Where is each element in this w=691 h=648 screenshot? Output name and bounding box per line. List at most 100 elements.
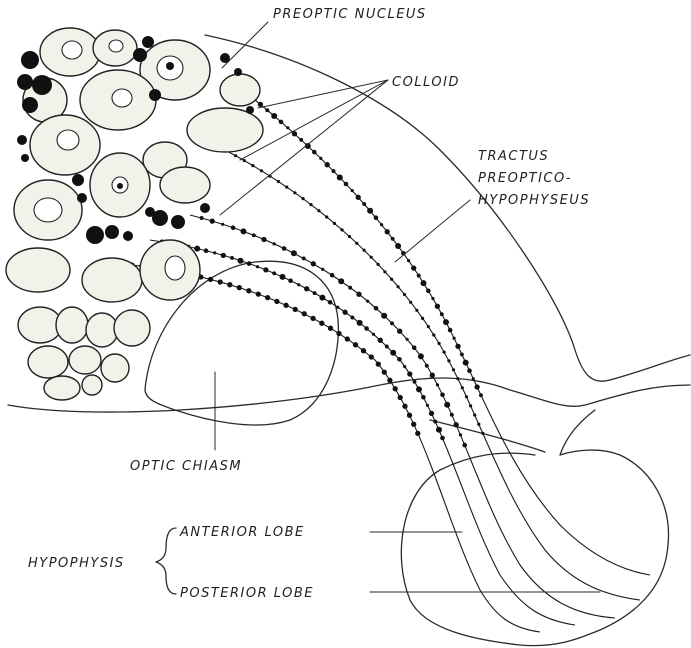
cell-nucleus bbox=[57, 130, 79, 150]
fiber-bead bbox=[443, 351, 446, 354]
fiber-bead bbox=[258, 102, 263, 107]
fiber-bead bbox=[350, 316, 354, 320]
colloid-droplet bbox=[149, 89, 161, 101]
fiber-bead bbox=[390, 321, 394, 325]
cell bbox=[82, 375, 102, 395]
fiber-bead bbox=[387, 378, 392, 383]
fiber-bead bbox=[374, 215, 379, 220]
fiber-bead bbox=[377, 263, 380, 266]
fiber-bead bbox=[260, 169, 263, 172]
fiber-bead bbox=[463, 360, 469, 366]
fiber-bead bbox=[273, 242, 276, 245]
fiber-bead bbox=[479, 393, 483, 397]
fiber-bead bbox=[243, 159, 246, 162]
label-preoptic-nucleus: PREOPTIC NUCLEUS bbox=[273, 7, 427, 22]
fiber-bead bbox=[366, 300, 369, 303]
tract-fiber-4 bbox=[150, 240, 575, 625]
fiber-bead bbox=[302, 311, 307, 316]
colloid-droplet bbox=[17, 135, 27, 145]
fiber-bead bbox=[378, 338, 383, 343]
fiber-bead bbox=[317, 209, 320, 212]
colloid-droplet bbox=[246, 106, 254, 114]
fiber-bead bbox=[291, 250, 297, 256]
fiber-bead bbox=[459, 433, 462, 436]
fiber-bead bbox=[461, 386, 464, 389]
fiber-bead bbox=[293, 307, 298, 312]
fiber-bead bbox=[426, 289, 431, 294]
colloid-droplet bbox=[21, 51, 39, 69]
fiber-bead bbox=[385, 229, 390, 234]
fiber-bead bbox=[374, 306, 379, 311]
cell bbox=[101, 354, 129, 382]
fiber-bead bbox=[345, 336, 350, 341]
leader-tractus bbox=[395, 200, 470, 262]
fiber-bead bbox=[382, 369, 387, 374]
fiber-bead bbox=[337, 175, 343, 181]
fiber-bead bbox=[430, 373, 435, 378]
fiber-bead bbox=[336, 331, 341, 336]
fiber-bead bbox=[237, 285, 242, 290]
fiber-bead bbox=[412, 345, 417, 350]
label-tractus-line2: PREOPTICO- bbox=[478, 171, 572, 186]
fiber-bead bbox=[381, 313, 387, 319]
fiber-bead bbox=[473, 413, 476, 416]
fiber-bead bbox=[355, 242, 358, 245]
colloid-droplet bbox=[21, 154, 29, 162]
fiber-bead bbox=[403, 293, 406, 296]
fiber-bead bbox=[481, 432, 484, 435]
fiber-bead bbox=[353, 342, 358, 347]
fiber-bead bbox=[285, 186, 288, 189]
fiber-bead bbox=[429, 411, 434, 416]
fiber-bead bbox=[407, 259, 410, 262]
fiber-bead bbox=[363, 249, 366, 252]
fiber-bead bbox=[321, 268, 324, 271]
fiber-bead bbox=[302, 256, 306, 260]
fiber-bead bbox=[393, 386, 398, 391]
fiber-bead bbox=[421, 317, 424, 320]
fiber-bead bbox=[293, 191, 296, 194]
fiber-bead bbox=[340, 228, 343, 231]
fiber-bead bbox=[277, 180, 280, 183]
fiber-bead bbox=[319, 295, 325, 301]
fiber-bead bbox=[426, 404, 429, 407]
fiber-bead bbox=[286, 126, 289, 129]
fiber-bead bbox=[431, 297, 434, 300]
fiber-bead bbox=[213, 251, 216, 254]
colloid-droplet bbox=[105, 225, 119, 239]
colloid-droplet bbox=[77, 193, 87, 203]
fiber-bead bbox=[261, 237, 266, 242]
fiber-bead bbox=[283, 303, 288, 308]
fiber-bead bbox=[462, 443, 467, 448]
fiber-bead bbox=[465, 395, 468, 398]
cell bbox=[220, 74, 260, 106]
fiber-bead bbox=[301, 197, 304, 200]
hypophysis-brace bbox=[156, 528, 176, 594]
colloid-droplet bbox=[86, 226, 104, 244]
fiber-bead bbox=[272, 271, 276, 275]
fiber-bead bbox=[469, 404, 472, 407]
fiber-bead bbox=[397, 357, 402, 362]
fiber-bead bbox=[417, 274, 421, 278]
fiber-bead bbox=[194, 246, 200, 252]
fiber-bead bbox=[440, 312, 444, 316]
fiber-bead bbox=[361, 348, 366, 353]
cell bbox=[187, 108, 263, 152]
fiber-bead bbox=[411, 265, 416, 270]
cell bbox=[114, 310, 150, 346]
fiber-bead bbox=[376, 361, 381, 366]
fiber-bead bbox=[390, 278, 393, 281]
fiber-bead bbox=[221, 253, 226, 258]
colloid-droplet bbox=[133, 48, 147, 62]
label-anterior-lobe: ANTERIOR LOBE bbox=[179, 525, 305, 540]
fiber-bead bbox=[332, 169, 336, 173]
cell bbox=[28, 346, 68, 378]
colloid-droplet bbox=[32, 75, 52, 95]
fiber-bead bbox=[251, 164, 254, 167]
label-colloid: COLLOID bbox=[392, 75, 460, 90]
fiber-bead bbox=[356, 195, 361, 200]
fiber-bead bbox=[256, 291, 261, 296]
fiber-bead bbox=[256, 265, 259, 268]
fiber-bead bbox=[263, 267, 268, 272]
fiber-bead bbox=[288, 278, 293, 283]
